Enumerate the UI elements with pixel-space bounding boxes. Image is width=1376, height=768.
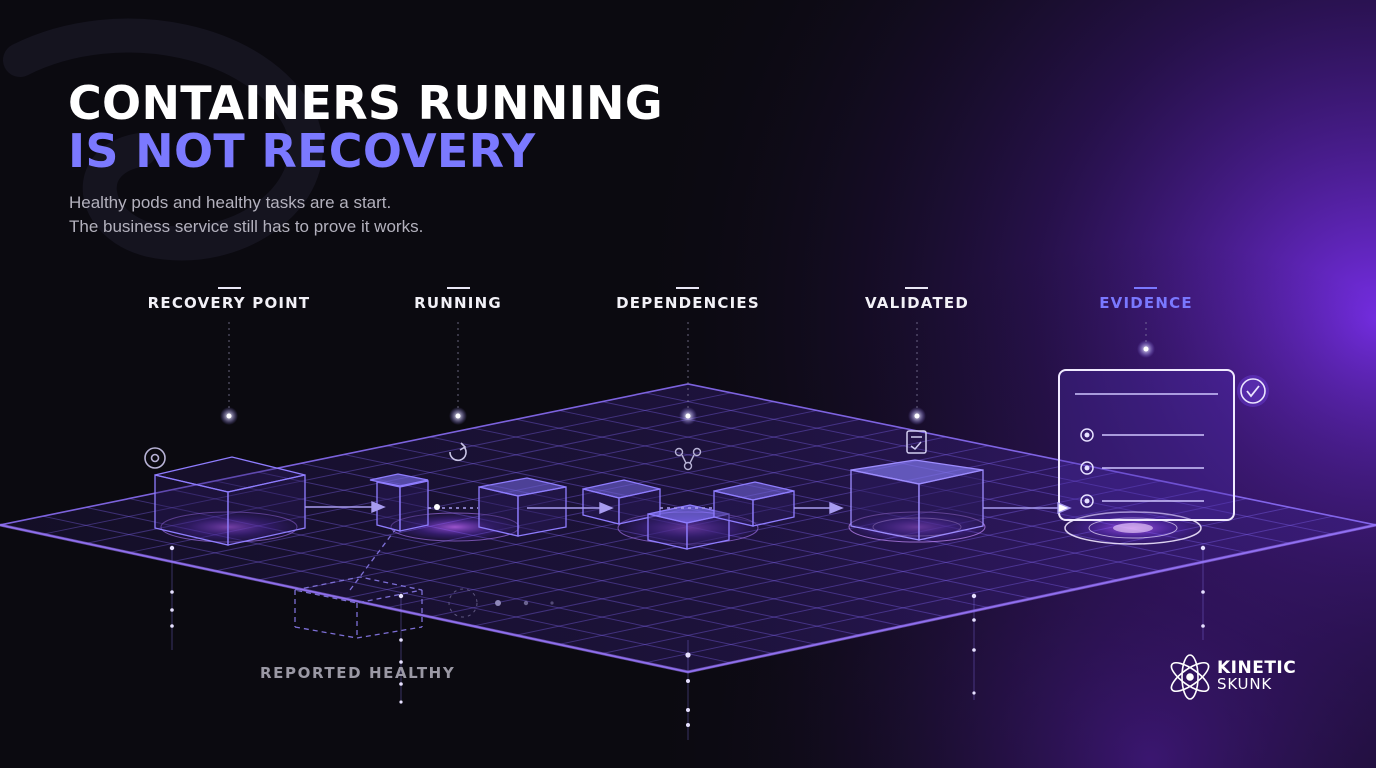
stage-label-dependencies: DEPENDENCIES [616, 294, 760, 312]
graph-nodes-icon [674, 447, 702, 471]
stage-label-running: RUNNING [414, 294, 502, 312]
stage-label-recovery-point: RECOVERY POINT [147, 294, 311, 312]
disc-icon [144, 447, 166, 469]
subtitle-line-2: The business service still has to prove … [69, 217, 424, 236]
reported-healthy-label: REPORTED HEALTHY [260, 664, 456, 682]
grid-line [214, 480, 904, 627]
grid-line [472, 480, 1162, 627]
grid-plane-front-edge-glow [0, 523, 1376, 674]
anchor-dots [220, 340, 1155, 425]
grid-line [644, 392, 1334, 535]
watermark-swirl [3, 18, 323, 261]
checkmark-circle-icon [1237, 375, 1269, 407]
dependency-box-right [713, 481, 795, 527]
grid-line [214, 427, 904, 572]
running-box-large [478, 477, 567, 537]
validated-box [850, 459, 984, 541]
clipboard-check-icon [906, 430, 927, 454]
hanging-light-dots [169, 545, 1206, 727]
subtitle-line-1: Healthy pods and healthy tasks are a sta… [69, 193, 392, 212]
brand-logo: KINETIC SKUNK [1165, 650, 1315, 706]
dependency-box-center [647, 504, 730, 550]
atom-skunk-logo [1170, 654, 1210, 700]
grid-line [42, 515, 732, 664]
grid-line [42, 392, 732, 535]
grid-line [171, 489, 861, 636]
grid-line [472, 427, 1162, 572]
headline-line-2: IS NOT RECOVERY [68, 124, 536, 178]
stage-label-validated: VALIDATED [865, 294, 969, 312]
grid-line [644, 515, 1334, 664]
reported-healthy-ghost-box [294, 529, 423, 639]
restart-icon [449, 442, 467, 462]
running-box-small [369, 473, 429, 532]
recovery-point-box [154, 456, 306, 546]
grid-line [429, 471, 1119, 618]
grid-line [515, 489, 1205, 636]
grid-line [429, 436, 1119, 581]
flow-arrows [305, 500, 1072, 515]
grid-line [257, 471, 947, 618]
reported-healthy-fade-trail [448, 588, 554, 618]
headline-line-1: CONTAINERS RUNNING [68, 76, 663, 130]
brand-name-line-2: SKUNK [1217, 675, 1272, 693]
evidence-panel [1058, 369, 1235, 521]
stage-label-evidence: EVIDENCE [1099, 294, 1193, 312]
brand-name-line-1: KINETIC [1217, 658, 1297, 678]
